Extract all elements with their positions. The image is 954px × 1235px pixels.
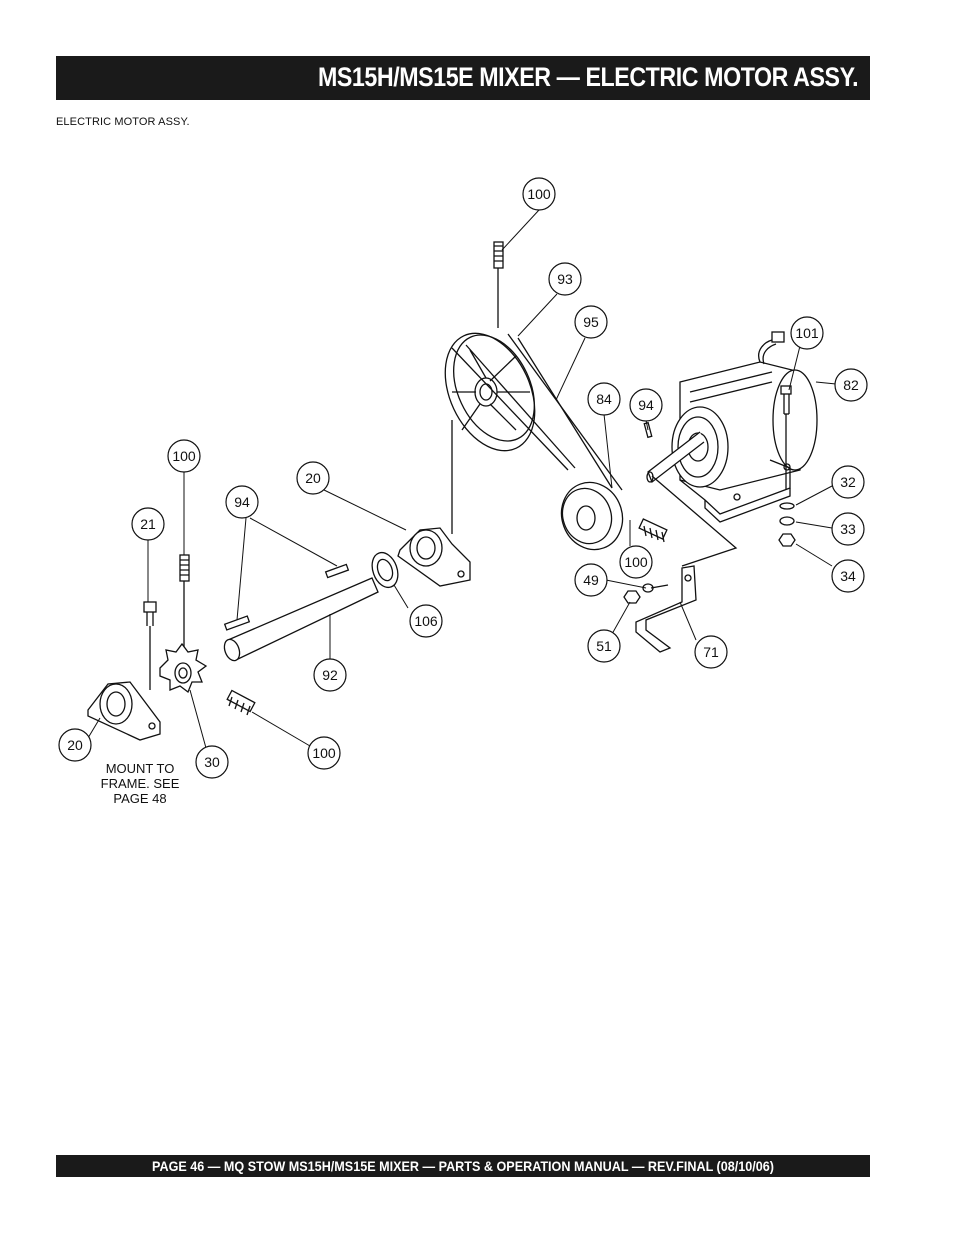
section-subtitle: ELECTRIC MOTOR ASSY. [56, 116, 190, 128]
callout-circle [587, 382, 621, 416]
callout-circle [195, 745, 229, 779]
small-pulley [560, 481, 624, 551]
callout-circle [131, 507, 165, 541]
pillow-block-20-left [87, 681, 161, 741]
callout-circle [307, 736, 341, 770]
callout-circle [574, 305, 608, 339]
callout-100-top: 100 [527, 186, 551, 202]
callout-100-pulley: 100 [624, 554, 648, 570]
set-screw-100-top [493, 241, 504, 328]
page-title-bar: MS15H/MS15E MIXER — ELECTRIC MOTOR ASSY. [56, 56, 870, 100]
callout-circle [831, 512, 865, 546]
mount-bracket-71 [635, 475, 738, 653]
callout-95: 95 [583, 314, 599, 330]
callout-106: 106 [414, 613, 438, 629]
sprocket-30 [159, 642, 208, 694]
callout-circle [548, 262, 582, 296]
washer-32 [779, 502, 795, 510]
callout-circle [790, 316, 824, 350]
callout-circle [587, 629, 621, 663]
callout-circle [574, 563, 608, 597]
screw-49 [642, 583, 669, 593]
set-screw-100-left [179, 554, 190, 650]
callout-circle [831, 465, 865, 499]
v-belt [451, 333, 623, 491]
pillow-block-20-right [397, 420, 471, 587]
page-title: MS15H/MS15E MIXER — ELECTRIC MOTOR ASSY. [317, 62, 859, 92]
callout-101: 101 [795, 325, 819, 341]
callout-51: 51 [596, 638, 612, 654]
callout-circle [831, 559, 865, 593]
key-94-shaft [223, 615, 251, 631]
callout-circle [619, 545, 653, 579]
callout-circle [834, 368, 868, 402]
mount-note-line-2: FRAME. SEE [101, 776, 180, 791]
page-footer: PAGE 46 — MQ STOW MS15H/MS15E MIXER — PA… [152, 1158, 774, 1174]
callout-94-upper: 94 [638, 397, 654, 413]
bolt-101 [780, 385, 792, 490]
callout-20-left: 20 [67, 737, 83, 753]
set-screw-100-lower [226, 689, 256, 716]
callout-30: 30 [204, 754, 220, 770]
callout-21: 21 [140, 516, 156, 532]
shaft-92 [223, 577, 379, 662]
callout-20-right: 20 [305, 470, 321, 486]
page-footer-bar: PAGE 46 — MQ STOW MS15H/MS15E MIXER — PA… [56, 1155, 870, 1177]
lock-washer-33 [779, 516, 795, 526]
callout-circle [58, 728, 92, 762]
set-screw-100-pulley [638, 518, 668, 543]
callout-circle [296, 461, 330, 495]
callout-34: 34 [840, 568, 856, 584]
callout-circle [522, 177, 556, 211]
callout-33: 33 [840, 521, 856, 537]
callout-84: 84 [596, 391, 612, 407]
mount-note-line-3: PAGE 48 [113, 791, 166, 806]
nut-51 [623, 590, 641, 604]
callout-circle [225, 485, 259, 519]
callout-circle [167, 439, 201, 473]
mount-note: MOUNT TO FRAME. SEE PAGE 48 [101, 761, 180, 806]
callout-93: 93 [557, 271, 573, 287]
callout-100-lower: 100 [312, 745, 336, 761]
callout-82: 82 [843, 377, 859, 393]
electric-motor [646, 331, 818, 523]
callout-circle [313, 658, 347, 692]
mount-note-line-1: MOUNT TO [106, 761, 175, 776]
callout-92: 92 [322, 667, 338, 683]
large-pulley [444, 332, 536, 452]
exploded-parts-diagram: 100 93 95 101 82 84 94 32 33 34 100 49 7… [58, 177, 868, 806]
bolt-21 [143, 601, 157, 690]
nut-34 [778, 533, 796, 547]
callout-100-left: 100 [172, 448, 196, 464]
washer-106 [371, 551, 399, 589]
key-94-loose [324, 563, 350, 579]
callout-circle [694, 635, 728, 669]
callout-71: 71 [703, 644, 719, 660]
callout-94-shaft: 94 [234, 494, 250, 510]
callout-32: 32 [840, 474, 856, 490]
callout-circle [409, 604, 443, 638]
callout-49: 49 [583, 572, 599, 588]
callout-circle [629, 388, 663, 422]
